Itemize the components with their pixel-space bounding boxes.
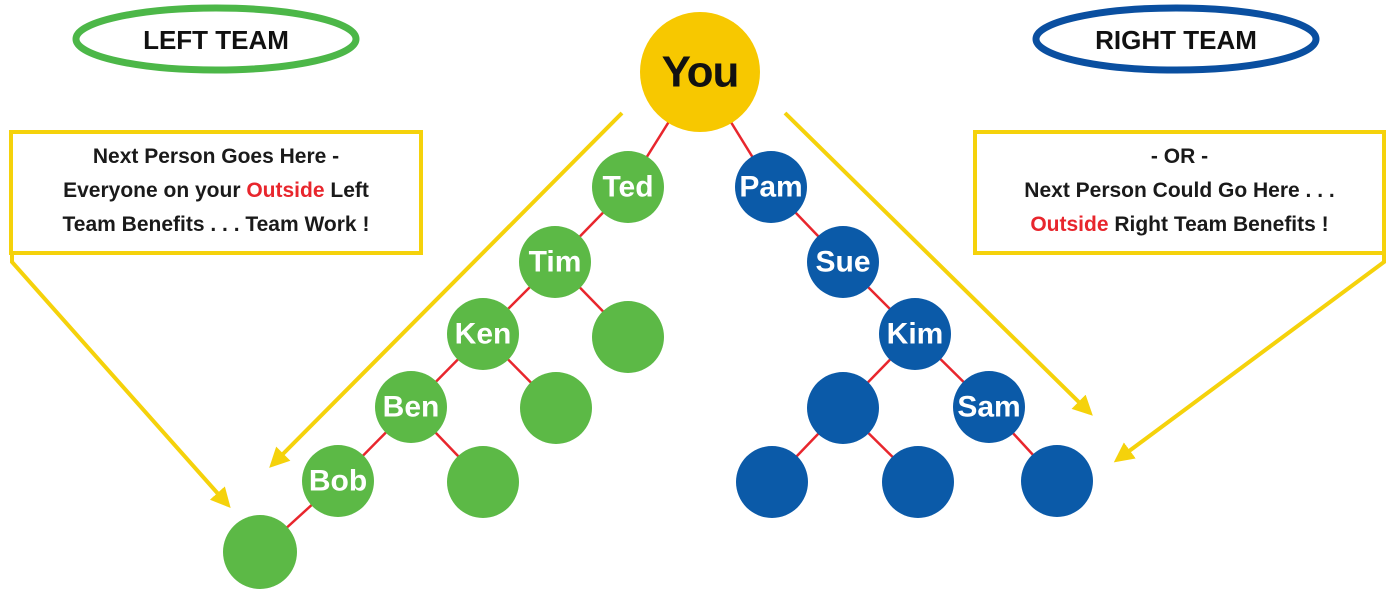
node-ted: Ted	[592, 151, 664, 223]
right-team-label: RIGHT TEAM	[1095, 25, 1257, 55]
node-bob-circle	[302, 445, 374, 517]
right-team-ring	[1032, 4, 1320, 74]
right-team-nodes: Pam Sue Kim Sam	[735, 151, 1093, 518]
node-sue: Sue	[807, 226, 879, 298]
node-empty-left-outside	[223, 515, 297, 589]
callout-right-line3-post: Right Team Benefits !	[1108, 213, 1329, 236]
node-sam-label: Sam	[957, 391, 1020, 424]
node-pam-label: Pam	[739, 171, 802, 204]
callout-left-line3: Team Benefits . . . Team Work !	[62, 213, 370, 236]
node-sue-circle	[807, 226, 879, 298]
node-tim-circle	[519, 226, 591, 298]
node-kim-circle	[879, 298, 951, 370]
node-kim: Kim	[879, 298, 951, 370]
node-sam-circle	[953, 371, 1025, 443]
callout-left-line2-pre: Everyone on your	[63, 179, 247, 202]
node-pam-circle	[735, 151, 807, 223]
node-empty-right-3	[882, 446, 954, 518]
node-tim: Tim	[519, 226, 591, 298]
callout-left: Next Person Goes Here - Everyone on your…	[9, 130, 423, 255]
callout-left-line2-post: Left	[324, 179, 369, 202]
node-bob-label: Bob	[309, 465, 367, 498]
right-team-logo: RIGHT TEAM	[1032, 4, 1320, 74]
left-team-logo: LEFT TEAM	[72, 4, 360, 74]
callout-right-line2: Next Person Could Go Here . . .	[1024, 179, 1335, 202]
node-ken: Ken	[447, 298, 519, 370]
node-empty-left-1	[592, 301, 664, 373]
node-empty-right-2	[736, 446, 808, 518]
node-kim-label: Kim	[887, 318, 944, 351]
node-bob: Bob	[302, 445, 374, 517]
callout-left-highlight: Outside	[246, 179, 325, 202]
callout-right: - OR - Next Person Could Go Here . . . O…	[973, 130, 1386, 255]
root-label: You	[662, 48, 739, 97]
callout-left-line1: Next Person Goes Here -	[92, 145, 340, 168]
node-ben: Ben	[375, 371, 447, 443]
node-ken-label: Ken	[455, 318, 512, 351]
node-ben-label: Ben	[383, 391, 440, 424]
node-empty-right-1	[807, 372, 879, 444]
node-empty-left-3	[447, 446, 519, 518]
node-ben-circle	[375, 371, 447, 443]
node-sam: Sam	[953, 371, 1025, 443]
node-ken-circle	[447, 298, 519, 370]
yellow-arrows	[10, 111, 1386, 508]
node-ted-label: Ted	[602, 171, 653, 204]
right-team-ring-inner	[1068, 17, 1284, 61]
callout-right-line3: Outside Right Team Benefits !	[977, 208, 1382, 242]
left-team-label: LEFT TEAM	[143, 25, 289, 55]
arrow-you-to-left-outside	[269, 111, 624, 468]
left-team-nodes: Ted Tim Ken Ben Bob	[223, 151, 664, 589]
node-empty-right-outside	[1021, 445, 1093, 517]
node-pam: Pam	[735, 151, 807, 223]
arrow-callout-right-to-slot	[1113, 255, 1386, 463]
left-team-ring	[72, 4, 360, 74]
callout-right-line1: - OR -	[1150, 145, 1209, 168]
root-circle	[640, 12, 760, 132]
root-node: You	[640, 12, 760, 132]
arrow-callout-left-to-slot	[10, 255, 231, 508]
arrow-you-to-right-outside	[783, 111, 1093, 416]
left-team-ring-inner	[108, 17, 324, 61]
callout-left-line2: Everyone on your Outside Left	[13, 174, 419, 208]
node-ted-circle	[592, 151, 664, 223]
node-empty-left-2	[520, 372, 592, 444]
node-sue-label: Sue	[815, 246, 870, 279]
node-tim-label: Tim	[529, 246, 582, 279]
callout-right-highlight: Outside	[1030, 213, 1109, 236]
